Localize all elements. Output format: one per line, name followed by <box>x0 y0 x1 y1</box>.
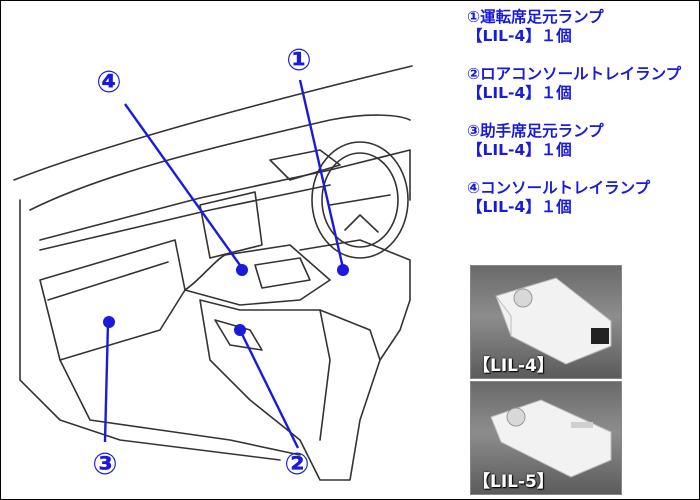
steering-spokes <box>329 194 391 233</box>
steering-wheel-rim <box>311 141 409 259</box>
lamp-point-1 <box>337 264 349 276</box>
photo-caption: 【LIL-5】 <box>473 472 554 492</box>
center-display <box>199 191 263 259</box>
leader-line-3 <box>103 321 110 443</box>
legend-item-3: ③助手席足元ランプ 【LIL-4】１個 <box>467 122 697 160</box>
steering-wheel-inner <box>321 152 399 248</box>
legend-spec: 【LIL-4】１個 <box>467 198 572 216</box>
dash-upper <box>39 149 411 241</box>
callout-4: ④ <box>96 65 122 100</box>
legend-item-2: ②ロアコンソールトレイランプ 【LIL-4】１個 <box>467 65 697 103</box>
console-side-edge <box>319 309 331 441</box>
legend-name: ①運転席足元ランプ <box>467 8 604 26</box>
lamp-module-image <box>490 399 612 478</box>
console-tray <box>254 257 311 289</box>
product-photo-lil4: 【LIL-4】 <box>470 265 622 379</box>
lamp-module-image <box>495 277 612 365</box>
driver-lower <box>379 299 411 361</box>
lamp-point-3 <box>103 316 115 328</box>
driver-knee-panel <box>299 239 411 301</box>
center-console-upper <box>184 244 331 306</box>
legend-spec: 【LIL-4】１個 <box>467 27 572 45</box>
legend-item-4: ④コンソールトレイランプ 【LIL-4】１個 <box>467 179 697 217</box>
windshield-line <box>13 65 413 181</box>
glove-box-edge <box>47 261 169 301</box>
leader-line-1 <box>298 79 345 269</box>
lamp-point-4 <box>236 264 248 276</box>
dash-trim <box>39 184 331 251</box>
legend-spec: 【LIL-4】１個 <box>467 84 572 102</box>
legend-name: ③助手席足元ランプ <box>467 122 604 140</box>
legend-name: ④コンソールトレイランプ <box>467 179 651 197</box>
callout-3: ③ <box>92 447 118 482</box>
dash-top-edge <box>29 114 411 211</box>
legend-spec: 【LIL-4】１個 <box>467 141 572 159</box>
lamp-point-2 <box>234 324 246 336</box>
leader-line-4 <box>124 103 243 269</box>
callout-2: ② <box>284 447 310 482</box>
legend-item-1: ①運転席足元ランプ 【LIL-4】１個 <box>467 8 697 46</box>
glove-box <box>39 239 186 361</box>
product-photo-lil5: 【LIL-5】 <box>470 381 622 495</box>
legend: ①運転席足元ランプ 【LIL-4】１個 ②ロアコンソールトレイランプ 【LIL-… <box>467 8 697 236</box>
callout-1: ① <box>286 43 312 78</box>
passenger-footwell <box>59 359 301 456</box>
photo-caption: 【LIL-4】 <box>473 356 554 376</box>
lower-console <box>199 299 381 481</box>
legend-name: ②ロアコンソールトレイランプ <box>467 65 682 83</box>
passenger-door-panel <box>19 199 281 461</box>
instrument-hood <box>269 149 341 181</box>
leader-line-2 <box>238 329 300 449</box>
